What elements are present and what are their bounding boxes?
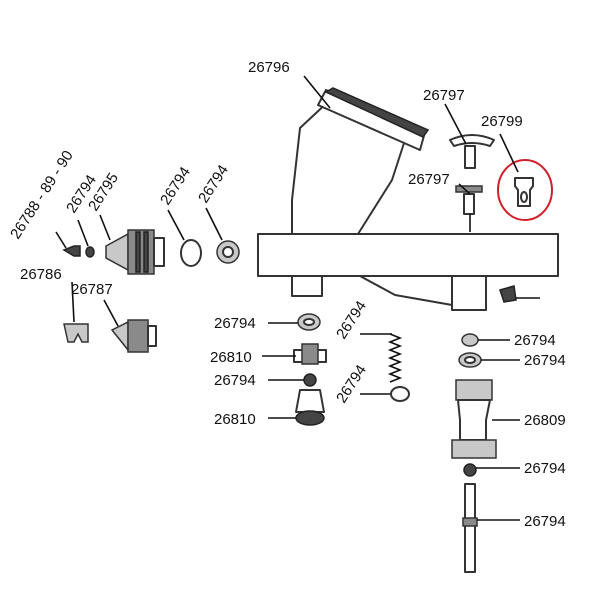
callout-26794-j: 26794 xyxy=(524,460,566,477)
highlight-ring xyxy=(497,159,553,221)
callout-26787: 26787 xyxy=(71,281,113,298)
leader-lines xyxy=(55,75,520,521)
callout-26810-b: 26810 xyxy=(214,411,256,428)
airbrush-body xyxy=(257,87,559,311)
callout-26797-lower: 26797 xyxy=(408,171,450,188)
callout-26799: 26799 xyxy=(481,113,523,130)
nozzle-group xyxy=(62,229,240,353)
callout-26796: 26796 xyxy=(248,59,290,76)
side-clip xyxy=(499,285,540,303)
callout-26794-f: 26794 xyxy=(333,298,370,342)
callout-26794-h: 26794 xyxy=(514,332,556,349)
callout-26786: 26786 xyxy=(20,266,62,283)
trigger-assembly xyxy=(449,134,495,232)
callout-26797-top: 26797 xyxy=(423,87,465,104)
callout-26794-g: 26794 xyxy=(333,362,370,406)
callout-26794-k: 26794 xyxy=(524,513,566,530)
callout-26794-d: 26794 xyxy=(214,315,256,332)
callout-26794-b: 26794 xyxy=(157,164,194,208)
callout-26794-c: 26794 xyxy=(195,162,232,206)
handle-group xyxy=(451,333,497,573)
callout-26794-i: 26794 xyxy=(524,352,566,369)
valve-group-center xyxy=(293,313,410,426)
callout-26794-e: 26794 xyxy=(214,372,256,389)
callout-26788-89-90: 26788 - 89 - 90 xyxy=(7,148,77,243)
callout-26810-a: 26810 xyxy=(210,349,252,366)
part-26799 xyxy=(497,159,553,221)
callout-26809: 26809 xyxy=(524,412,566,429)
